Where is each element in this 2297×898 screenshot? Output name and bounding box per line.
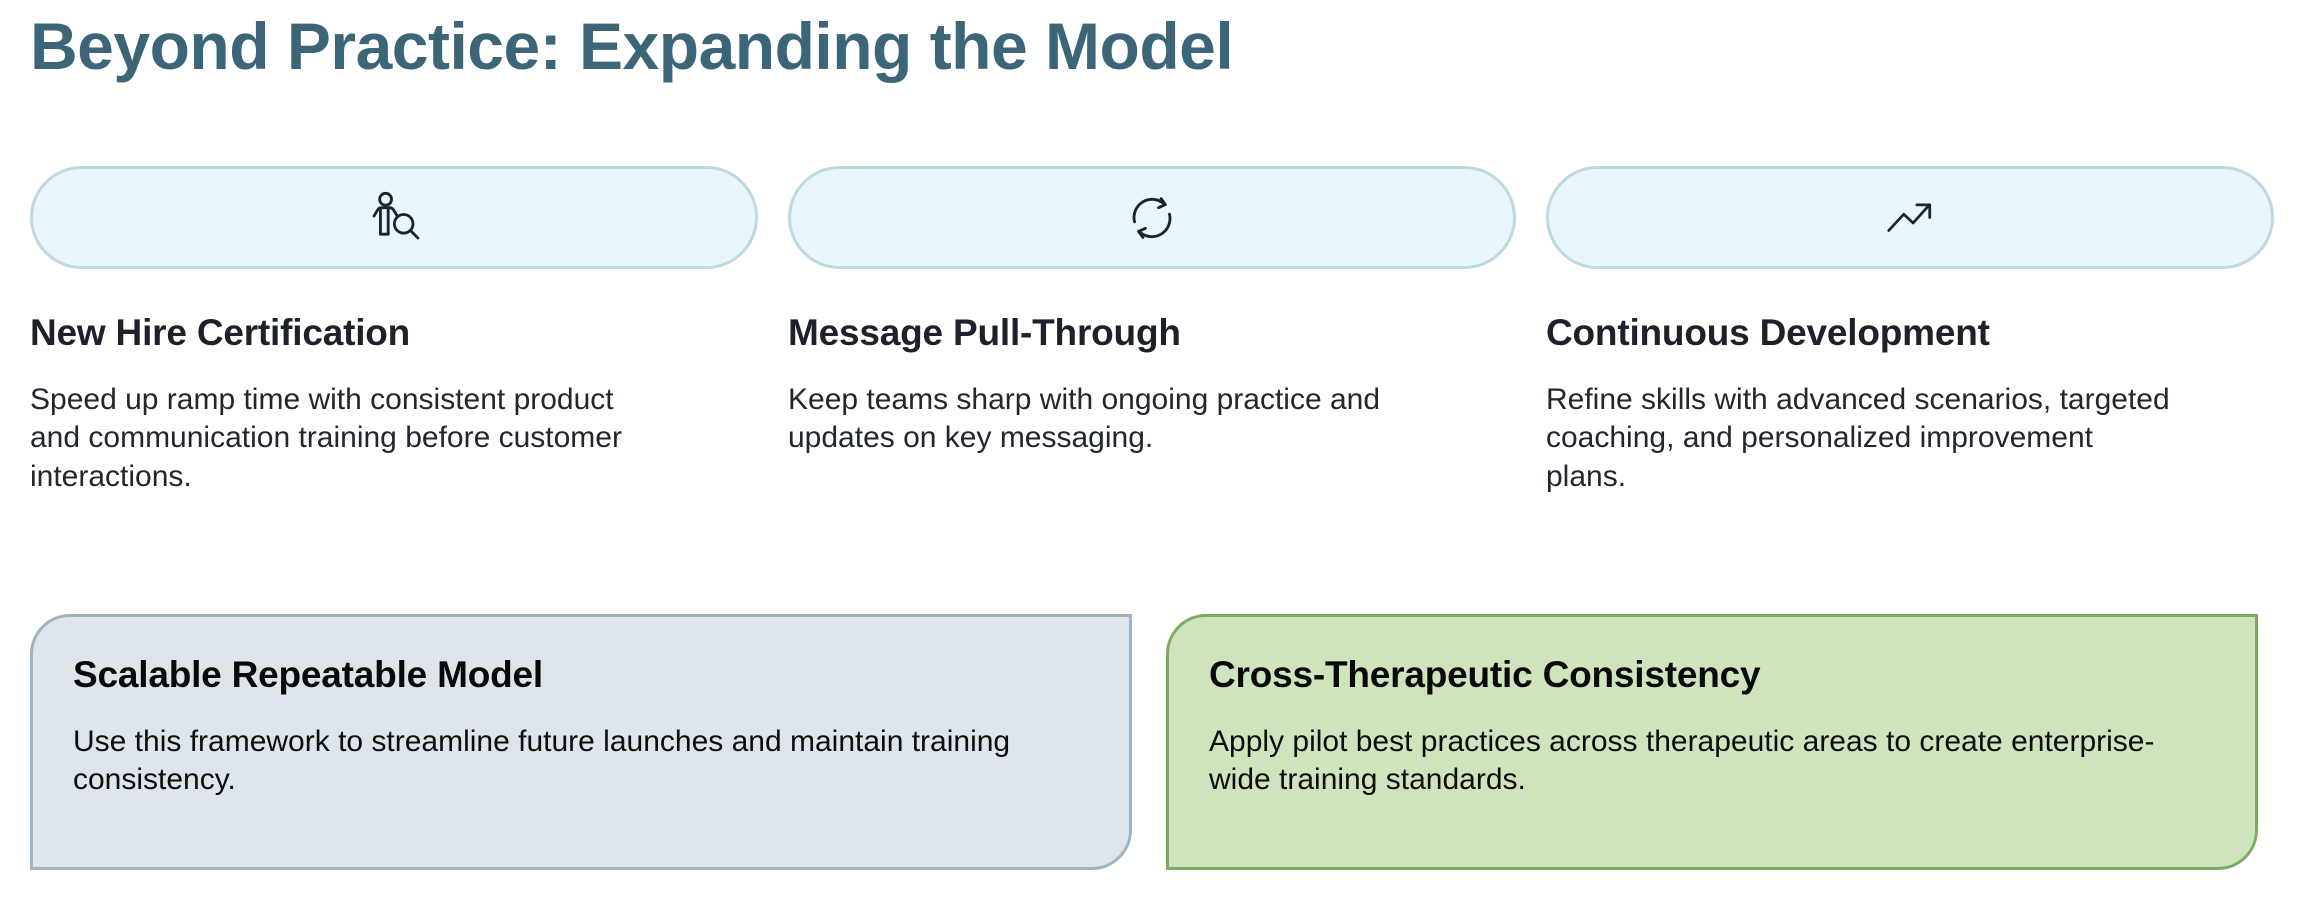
- feature-column-continuous-development: Continuous Development Refine skills wit…: [1546, 166, 2274, 496]
- callout-card-cross-therapeutic-consistency[interactable]: Cross-Therapeutic Consistency Apply pilo…: [1166, 614, 2258, 870]
- feature-heading: Continuous Development: [1546, 312, 1990, 353]
- feature-heading: New Hire Certification: [30, 312, 411, 353]
- refresh-cycle-icon: [1121, 187, 1183, 249]
- feature-body: Refine skills with advanced scenarios, t…: [1546, 383, 2170, 493]
- callout-card-body: Apply pilot best practices across therap…: [1209, 725, 2155, 797]
- icon-pill-message-pull-through[interactable]: [788, 166, 1516, 269]
- feature-column-message-pull-through: Message Pull-Through Keep teams sharp wi…: [788, 166, 1516, 496]
- feature-columns: New Hire Certification Speed up ramp tim…: [30, 166, 2276, 496]
- feature-body: Keep teams sharp with ongoing practice a…: [788, 383, 1381, 455]
- feature-heading: Message Pull-Through: [788, 312, 1181, 353]
- callout-card-body: Use this framework to streamline future …: [73, 725, 1011, 797]
- icon-pill-new-hire-certification[interactable]: [30, 166, 758, 269]
- callout-card-scalable-repeatable-model[interactable]: Scalable Repeatable Model Use this frame…: [30, 614, 1132, 870]
- person-search-icon: [363, 187, 425, 249]
- callout-card-title: Scalable Repeatable Model: [73, 654, 544, 695]
- callout-card-title: Cross-Therapeutic Consistency: [1209, 654, 1761, 695]
- icon-pill-continuous-development[interactable]: [1546, 166, 2274, 269]
- page-title: Beyond Practice: Expanding the Model: [30, 9, 1234, 83]
- feature-body: Speed up ramp time with consistent produ…: [30, 383, 622, 493]
- trending-up-icon: [1880, 188, 1940, 248]
- feature-column-new-hire-certification: New Hire Certification Speed up ramp tim…: [30, 166, 758, 496]
